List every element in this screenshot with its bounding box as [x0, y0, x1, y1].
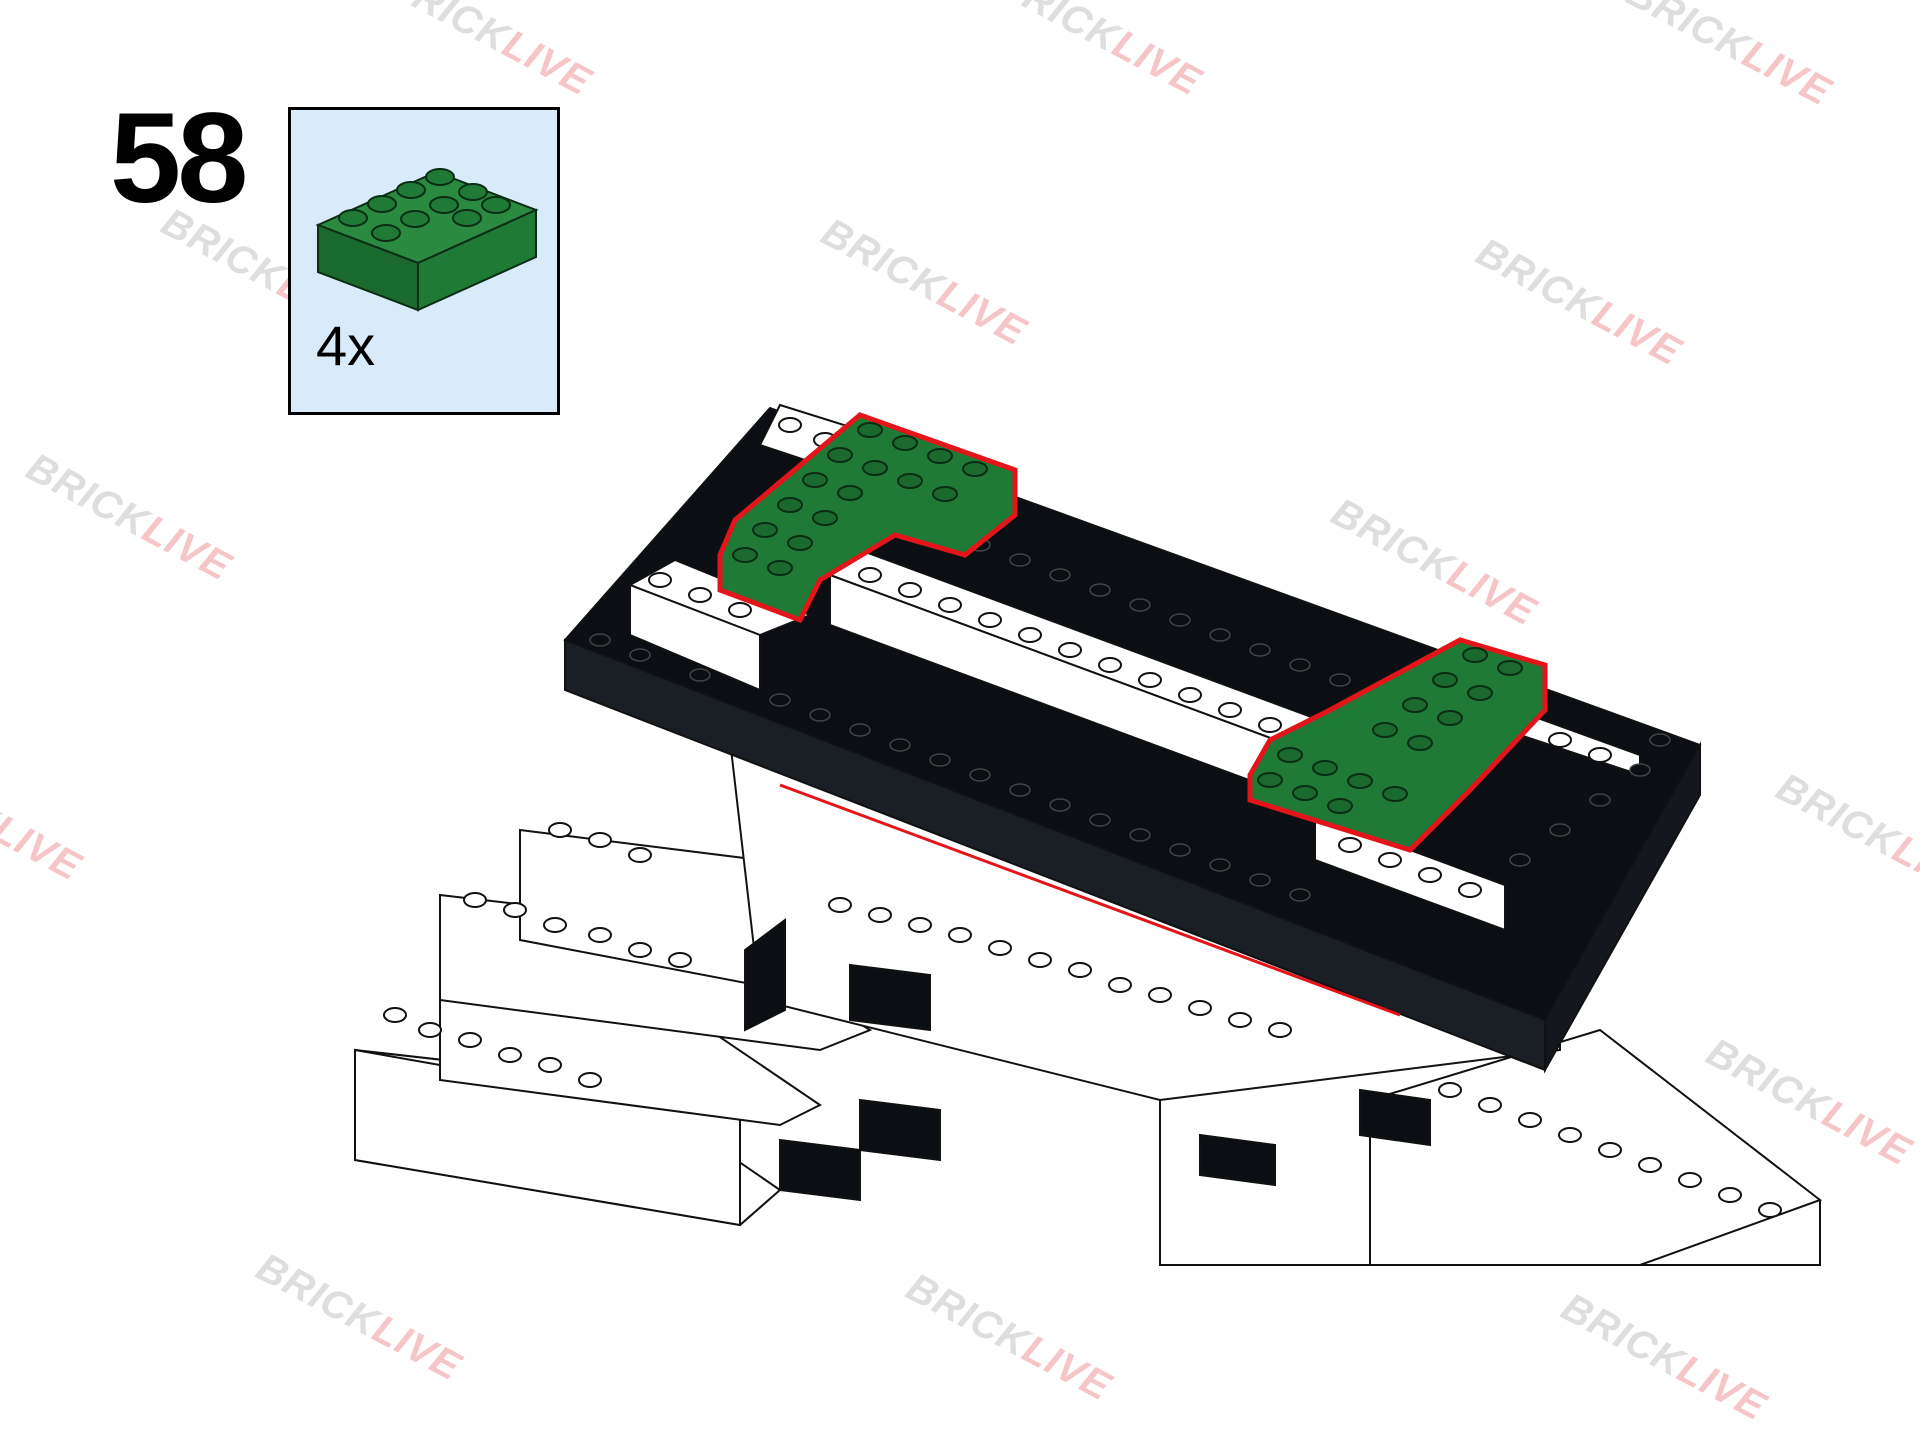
new-green-bricks: [717, 412, 1548, 853]
black-accent-blocks: [744, 918, 1431, 1202]
parts-callout: 4x: [288, 107, 560, 415]
white-studs: [383, 822, 1782, 1218]
black-studs: [589, 508, 1671, 902]
white-top-studs: [648, 417, 1612, 898]
step-number: 58: [110, 87, 248, 230]
parts-quantity: 4x: [316, 314, 376, 377]
green-2x4-brick-icon: [315, 168, 539, 312]
model-scene: [354, 403, 1823, 1266]
